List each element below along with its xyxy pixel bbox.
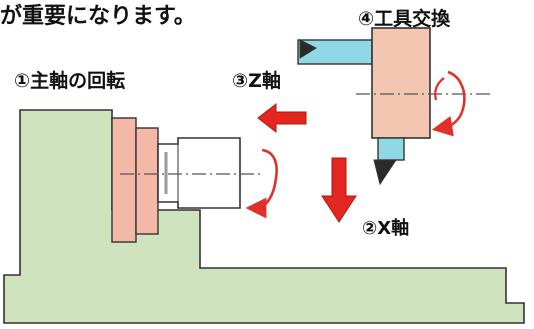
tool-rotation-back-icon xyxy=(434,77,445,101)
lower-tool-insert xyxy=(373,159,397,186)
tool-change-label: ④工具交換 xyxy=(358,8,451,30)
top-tool-insert xyxy=(299,39,318,59)
spindle-chuck-front xyxy=(135,127,159,235)
workpiece xyxy=(157,137,241,209)
top-text-fragment: が重要になります。 xyxy=(0,4,196,29)
tool-post xyxy=(371,27,431,139)
z-axis-label: ③Z軸 xyxy=(232,70,281,92)
x-axis-arrow-icon xyxy=(321,157,357,223)
x-axis-label: ②X軸 xyxy=(362,218,410,239)
tool-rotation-icon xyxy=(431,70,466,137)
machine-bed xyxy=(3,109,525,324)
spindle-chuck-back xyxy=(111,117,137,243)
lower-tool-holder xyxy=(377,137,405,161)
z-axis-arrow-icon xyxy=(257,102,307,134)
spindle-rotation-icon xyxy=(245,148,278,219)
spindle-rotation-label: ①主軸の回転 xyxy=(14,70,126,92)
